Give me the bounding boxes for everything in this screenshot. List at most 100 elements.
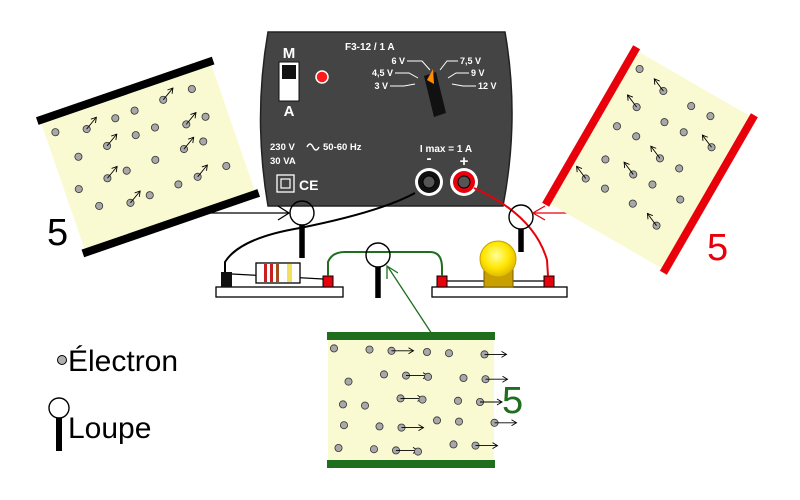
mode-switch-knob[interactable] <box>282 65 296 79</box>
electron <box>679 128 688 137</box>
electron <box>628 199 637 208</box>
velocity-arrowhead <box>511 419 518 427</box>
velocity-arrowhead <box>626 94 634 101</box>
legend-electron-label: Électron <box>68 345 178 378</box>
electron <box>74 185 83 194</box>
velocity-arrow <box>627 94 638 108</box>
mode-label-m: M <box>283 45 296 62</box>
velocity-arrow <box>130 190 141 204</box>
voltage-12v: 12 V <box>478 81 497 91</box>
velocity-arrowhead <box>111 165 118 173</box>
electron <box>222 161 231 170</box>
magnifier-red-wire <box>508 204 534 252</box>
electron <box>676 195 685 204</box>
electron <box>444 349 453 358</box>
light-bulb <box>479 240 517 288</box>
lamp-red-terminal-right <box>543 275 555 288</box>
velocity-arrow <box>576 166 587 179</box>
electron <box>338 400 347 409</box>
velocity-arrow <box>106 133 118 147</box>
electron-icon <box>57 355 67 365</box>
velocity-arrow <box>653 78 664 92</box>
magnifier-green-wire <box>365 242 391 298</box>
electron <box>344 377 353 386</box>
velocity-arrowhead <box>190 111 197 119</box>
electron <box>145 191 154 200</box>
mains-voltage: 230 V <box>270 142 295 153</box>
electron <box>379 370 388 379</box>
pointer-arrow-green <box>386 264 433 335</box>
electron <box>201 112 210 121</box>
resistor-red-terminal <box>322 275 334 288</box>
resistor <box>255 262 301 284</box>
electron <box>131 131 140 140</box>
voltage-9v: 9 V <box>471 68 485 78</box>
electron <box>334 443 343 452</box>
electron <box>706 112 715 121</box>
electron <box>51 128 60 137</box>
lamp-red-terminal-left <box>436 275 448 288</box>
electron <box>432 416 441 425</box>
velocity-arrowhead <box>496 398 503 406</box>
velocity-arrow <box>702 134 712 148</box>
electron <box>111 114 120 123</box>
electron <box>454 417 463 426</box>
electron <box>329 344 338 353</box>
magnifier-icon <box>48 397 70 451</box>
electron <box>423 372 432 381</box>
electron <box>74 152 83 161</box>
electron <box>660 118 669 127</box>
electron <box>150 123 159 132</box>
electron <box>675 164 684 173</box>
voltage-selector-knob[interactable] <box>424 69 446 117</box>
electron <box>151 155 160 164</box>
electron <box>422 347 431 356</box>
velocity-arrowhead <box>418 424 425 431</box>
legend: Électron Loupe <box>48 345 178 451</box>
voltage-4-5v: 4,5 V <box>372 68 393 78</box>
velocity-arrowhead <box>653 78 660 85</box>
electron <box>130 106 139 115</box>
voltage-scale: 6 V 4,5 V 3 V 7,5 V 9 V 12 V <box>372 56 497 91</box>
voltage-3v: 3 V <box>374 81 388 91</box>
voltage-leader-lines <box>390 60 476 87</box>
electron <box>635 65 644 74</box>
velocity-arrowhead <box>492 442 499 449</box>
velocity-arrow <box>197 164 208 178</box>
double-insulation-icon <box>276 174 295 193</box>
electron <box>612 122 621 131</box>
zoom-label-black: 5 <box>47 212 68 254</box>
pointer-arrow-black <box>203 205 291 221</box>
green-wire <box>327 251 443 276</box>
velocity-arrow <box>623 161 634 175</box>
electron <box>365 345 374 354</box>
electron <box>418 395 427 404</box>
velocity-arrow <box>650 145 661 159</box>
velocity-arrow <box>647 213 657 226</box>
electron <box>199 137 208 146</box>
electron <box>187 85 196 94</box>
plus-symbol: + <box>460 153 469 170</box>
velocity-arrowhead <box>623 161 630 169</box>
plus-terminal[interactable] <box>450 168 478 196</box>
minus-terminal[interactable] <box>415 168 443 196</box>
voltage-6v: 6 V <box>391 56 405 66</box>
velocity-arrowhead <box>111 133 118 140</box>
electron <box>453 396 462 405</box>
max-current-label: I max = 1 A <box>420 144 472 155</box>
velocity-arrow <box>107 166 118 179</box>
velocity-arrowhead <box>501 351 508 358</box>
zoom-box-black <box>35 56 261 258</box>
electron <box>174 180 183 189</box>
velocity-arrowhead <box>188 136 195 144</box>
zoom-label-red: 5 <box>707 227 728 269</box>
velocity-arrowhead <box>646 212 653 220</box>
velocity-arrowhead <box>201 164 208 171</box>
velocity-arrow <box>86 116 97 130</box>
electron <box>601 155 610 164</box>
electron-group-green <box>329 344 518 456</box>
velocity-arrow <box>183 136 195 150</box>
velocity-arrowhead <box>90 116 97 124</box>
velocity-arrowhead <box>502 375 509 383</box>
